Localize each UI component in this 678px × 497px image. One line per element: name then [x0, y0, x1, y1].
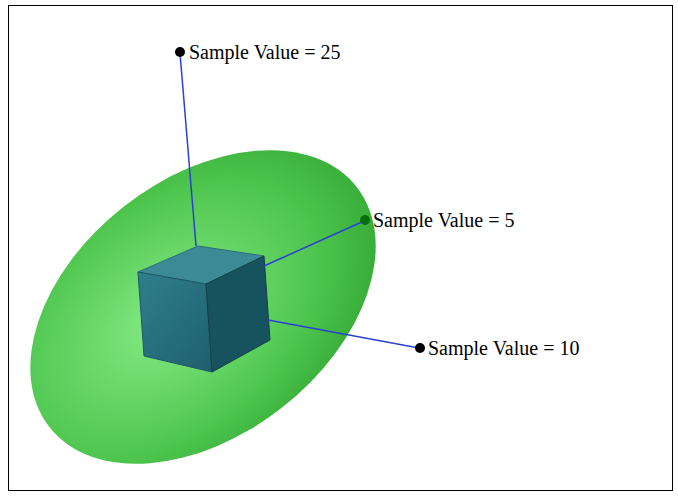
anchor-dot [175, 47, 185, 57]
value-label: Sample Value = 10 [428, 336, 579, 360]
value-label: Sample Value = 5 [373, 208, 514, 232]
anchor-dot [415, 343, 425, 353]
ellipsoid [0, 86, 435, 497]
value-label: Sample Value = 25 [189, 40, 340, 64]
cube [138, 246, 270, 372]
leader-lines [180, 53, 419, 348]
anchor-dot [360, 215, 370, 225]
